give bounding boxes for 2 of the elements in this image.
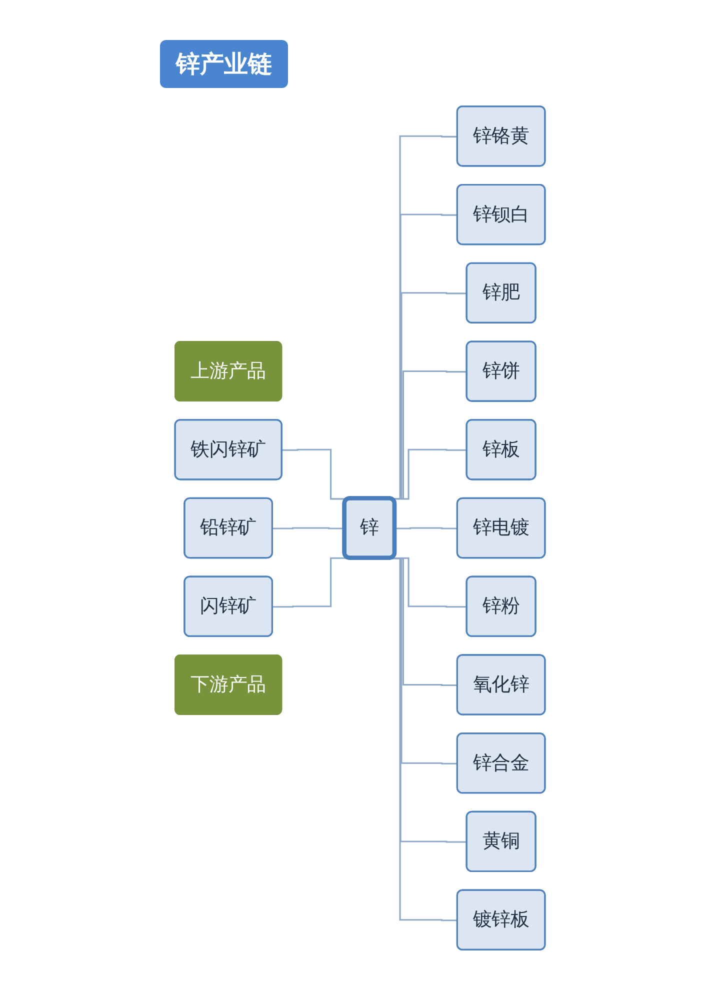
title-banner: 锌产业链 (160, 40, 288, 88)
connector (395, 527, 458, 530)
